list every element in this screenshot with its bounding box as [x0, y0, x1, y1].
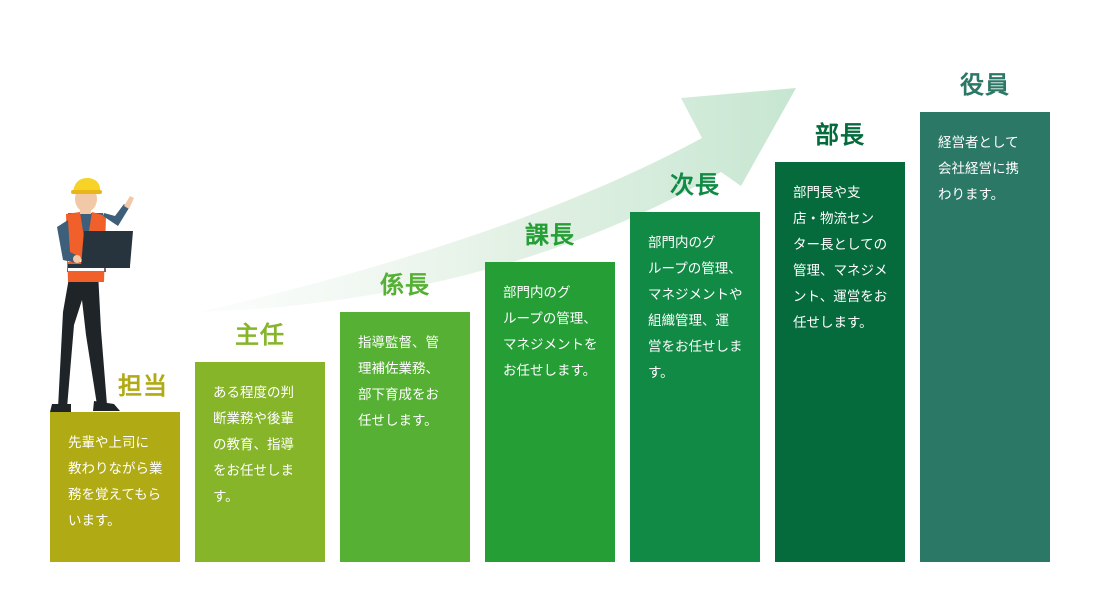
level-block-jicho: 部門内のグ ループの管理、 マネジメントや 組織管理、運 営をお任せしま す。 — [630, 212, 760, 562]
level-title-kacho: 課長 — [525, 221, 575, 249]
level-block-kakaricho: 指導監督、管 理補佐業務、 部下育成をお 任せします。 — [340, 312, 470, 562]
level-description-kakaricho: 指導監督、管 理補佐業務、 部下育成をお 任せします。 — [358, 335, 439, 429]
level-block-yakuin: 経営者として 会社経営に携 わります。 — [920, 112, 1050, 562]
level-description-kacho: 部門内のグ ループの管理、 マネジメントを お任せします。 — [503, 285, 598, 379]
level-description-bucho: 部門長や支 店・物流セン ター長としての 管理、マネジメ ント、運営をお 任せし… — [793, 185, 888, 331]
level-description-jicho: 部門内のグ ループの管理、 マネジメントや 組織管理、運 営をお任せしま す。 — [648, 235, 743, 381]
level-description-tanto: 先輩や上司に 教わりながら業 務を覚えてもら います。 — [68, 435, 163, 529]
level-block-kacho: 部門内のグ ループの管理、 マネジメントを お任せします。 — [485, 262, 615, 562]
level-title-yakuin: 役員 — [960, 71, 1010, 99]
level-description-shunin: ある程度の判 断業務や後輩 の教育、指導 をお任せしま す。 — [213, 385, 294, 505]
level-block-bucho: 部門長や支 店・物流セン ター長としての 管理、マネジメ ント、運営をお 任せし… — [775, 162, 905, 562]
level-block-shunin: ある程度の判 断業務や後輩 の教育、指導 をお任せしま す。 — [195, 362, 325, 562]
level-title-shunin: 主任 — [235, 321, 285, 349]
level-description-yakuin: 経営者として 会社経営に携 わります。 — [938, 135, 1019, 203]
level-title-jicho: 次長 — [670, 171, 720, 199]
level-title-tanto: 担当 — [118, 372, 168, 400]
level-title-kakaricho: 係長 — [380, 271, 430, 299]
level-block-tanto: 先輩や上司に 教わりながら業 務を覚えてもら います。 — [50, 412, 180, 562]
level-title-bucho: 部長 — [815, 121, 865, 149]
